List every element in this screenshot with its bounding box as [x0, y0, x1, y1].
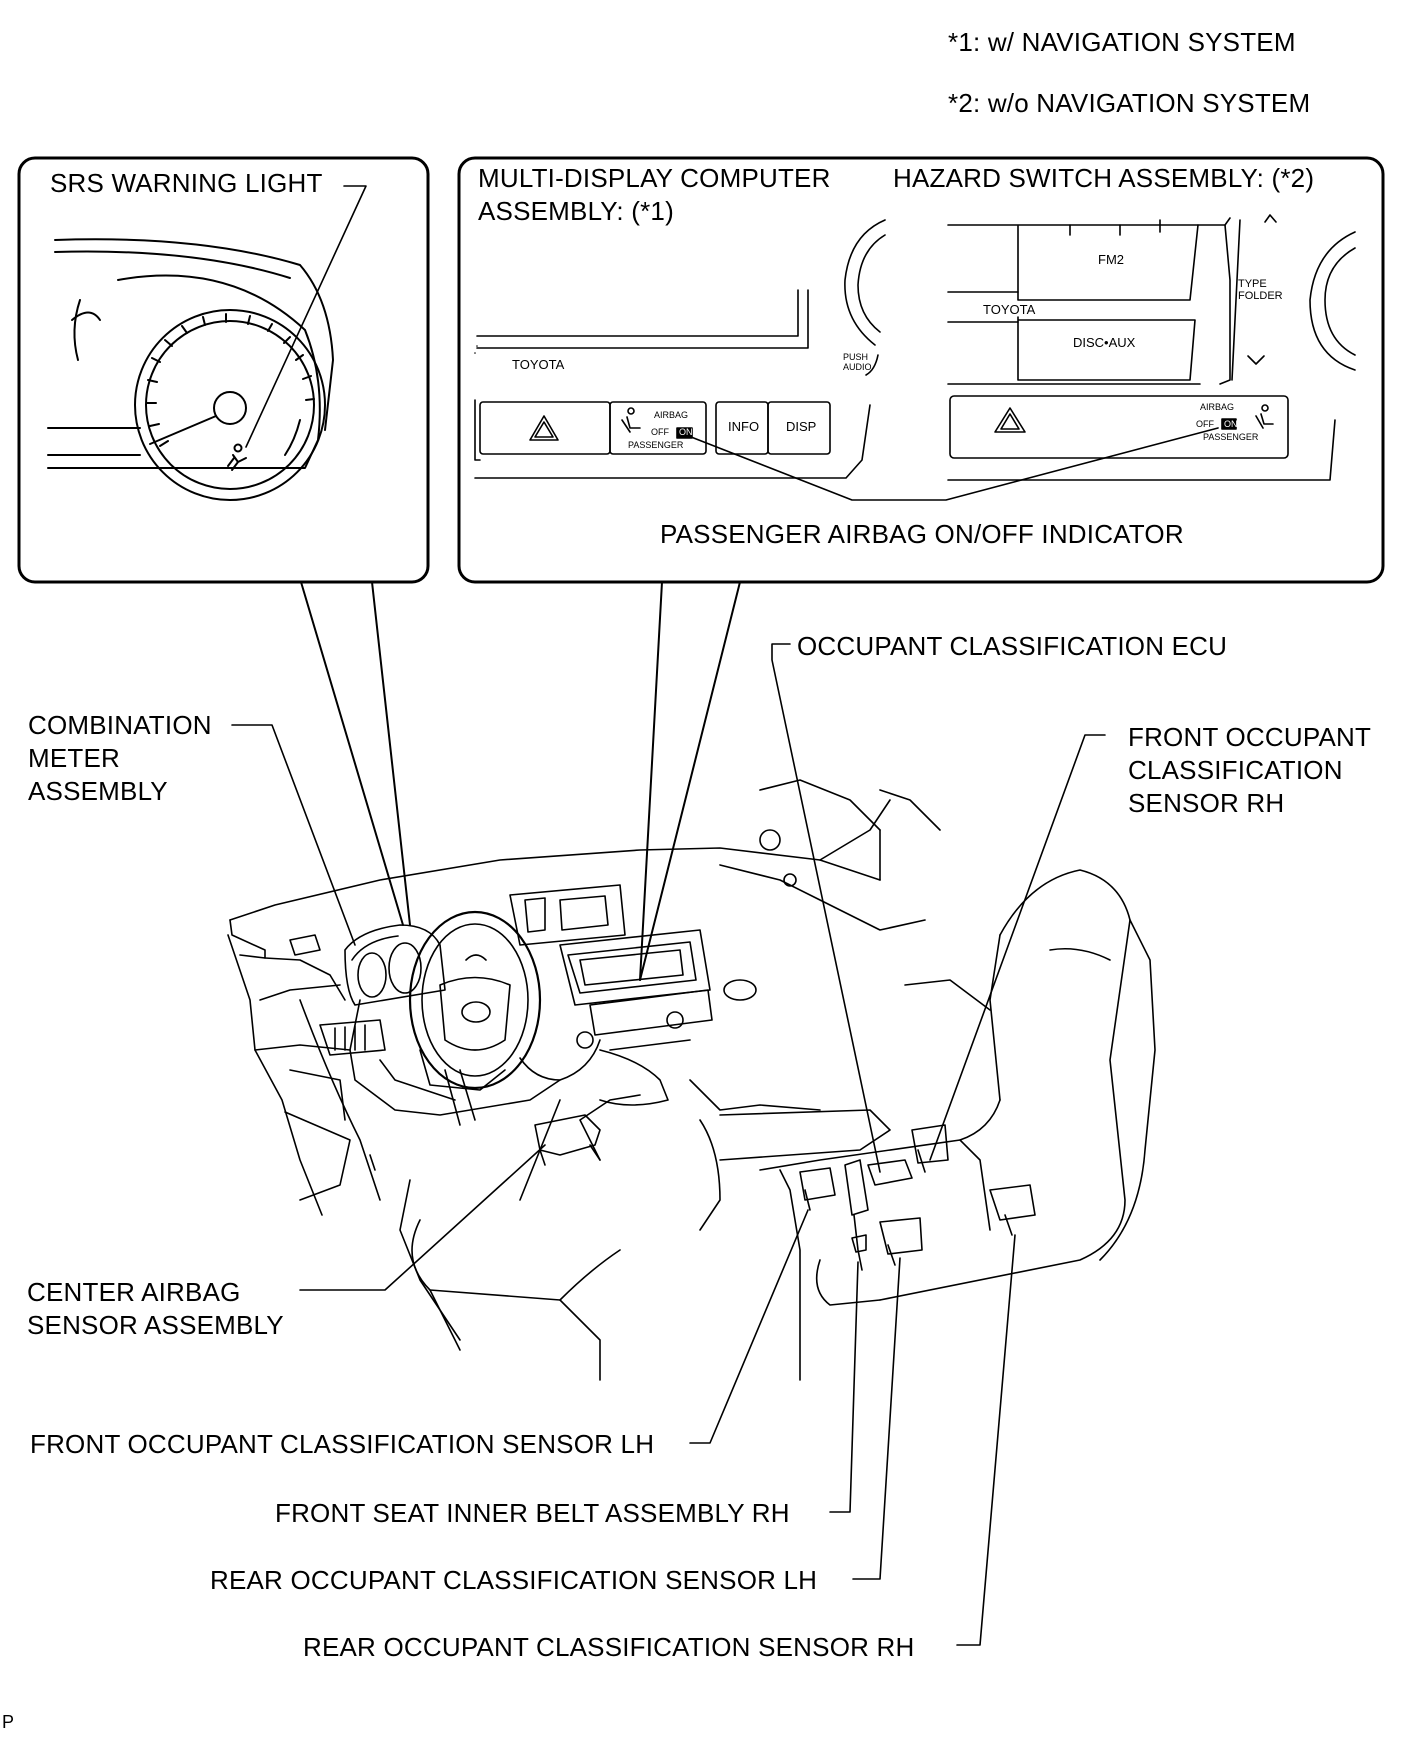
panel-push-audio: PUSH AUDIO — [843, 352, 872, 372]
panel-passenger-nav: PASSENGER — [628, 440, 684, 450]
leader-indicator — [685, 427, 1219, 501]
combination-meter-label: COMBINATION METER ASSEMBLY — [28, 710, 212, 806]
inner-belt-label: FRONT SEAT INNER BELT ASSEMBLY RH — [275, 1498, 790, 1528]
vehicle-interior-drawing — [227, 779, 1156, 1381]
panel-off-nav: OFF — [651, 427, 669, 437]
panel-type-folder: TYPE FOLDER — [1238, 278, 1283, 302]
panel-toyota-nav: TOYOTA — [512, 357, 565, 372]
combination-meter-drawing — [47, 185, 367, 501]
inset-box-left — [17, 156, 430, 584]
multi-display-label: MULTI-DISPLAY COMPUTER ASSEMBLY: (*1) — [478, 163, 831, 226]
leader-left-inset-1 — [300, 581, 404, 926]
panel-passenger-nonav: PASSENGER — [1203, 432, 1259, 442]
leader-right-inset — [639, 581, 741, 981]
inset-box-right — [457, 156, 1385, 584]
rear-occupant-sensor-rh-label: REAR OCCUPANT CLASSIFICATION SENSOR RH — [303, 1632, 915, 1662]
center-airbag-sensor-label: CENTER AIRBAG SENSOR ASSEMBLY — [27, 1277, 284, 1340]
front-occupant-sensor-rh-label: FRONT OCCUPANT CLASSIFICATION SENSOR RH — [1128, 722, 1372, 818]
leader-left-inset-2 — [371, 581, 411, 926]
panel-info: INFO — [728, 419, 760, 434]
occupant-ecu-label: OCCUPANT CLASSIFICATION ECU — [797, 631, 1228, 661]
panel-airbag-nonav: AIRBAG — [1200, 402, 1235, 412]
leader-right-inset-2 — [639, 581, 663, 981]
note-no-nav: *2: w/o NAVIGATION SYSTEM — [948, 88, 1311, 118]
panel-toyota-nonav: TOYOTA — [983, 302, 1036, 317]
figure-code: P — [2, 1712, 15, 1732]
panel-on-nav: ON — [679, 427, 693, 437]
callout-leaders — [231, 643, 1106, 1646]
airbag-indicator-label: PASSENGER AIRBAG ON/OFF INDICATOR — [660, 519, 1184, 549]
srs-warning-light-label: SRS WARNING LIGHT — [50, 168, 323, 198]
hazard-switch-label: HAZARD SWITCH ASSEMBLY: (*2) — [893, 163, 1315, 193]
hazard-switch-drawing — [676, 214, 1356, 481]
note-nav: *1: w/ NAVIGATION SYSTEM — [948, 27, 1296, 57]
panel-disp: DISP — [786, 419, 817, 434]
panel-on-nonav: ON — [1224, 419, 1238, 429]
panel-fm2: FM2 — [1098, 252, 1124, 267]
panel-disc-aux: DISC•AUX — [1073, 335, 1136, 350]
panel-airbag-nav: AIRBAG — [654, 410, 689, 420]
front-occupant-sensor-lh-label: FRONT OCCUPANT CLASSIFICATION SENSOR LH — [30, 1429, 655, 1459]
rear-occupant-sensor-lh-label: REAR OCCUPANT CLASSIFICATION SENSOR LH — [210, 1565, 818, 1595]
panel-off-nonav: OFF — [1196, 419, 1214, 429]
multi-display-drawing — [474, 219, 886, 479]
